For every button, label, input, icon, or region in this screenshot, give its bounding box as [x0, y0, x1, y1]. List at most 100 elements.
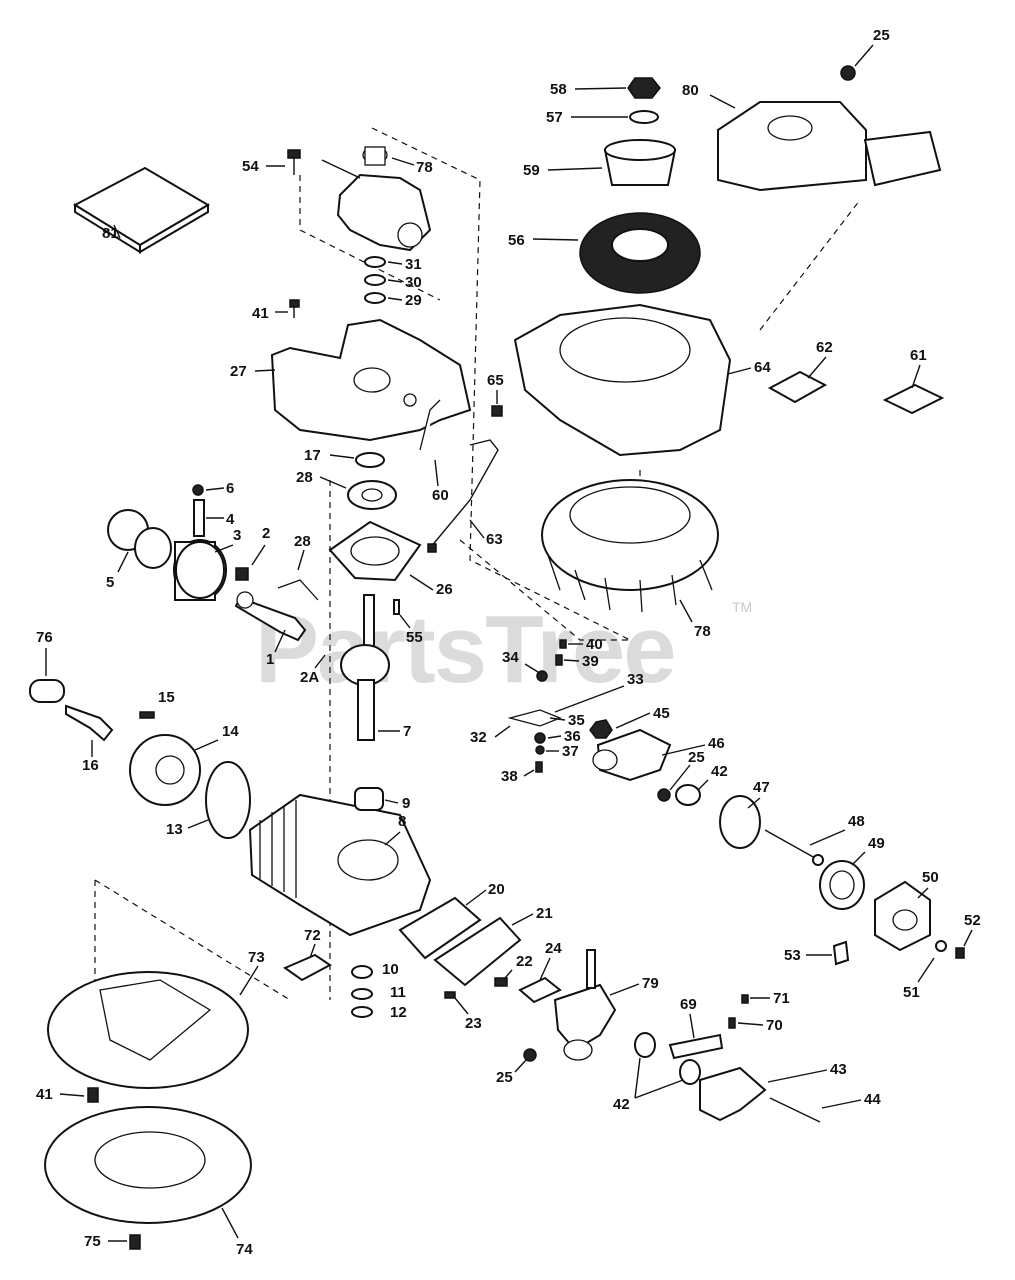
callout-label: 53 — [784, 947, 801, 964]
callout-label: 58 — [550, 81, 567, 98]
mounting-plate — [47, 971, 249, 1089]
callout-label: 48 — [848, 813, 865, 830]
callout: 20 — [465, 881, 505, 906]
callout-label: 61 — [910, 347, 927, 364]
callout: 26 — [409, 574, 453, 598]
callout-label: 16 — [82, 757, 99, 774]
callout: 25 — [854, 27, 890, 67]
callout: 53 — [784, 947, 832, 964]
callout-label: 13 — [166, 821, 183, 838]
callout-label: 49 — [868, 835, 885, 852]
intake-gasket — [398, 896, 522, 987]
flywheel-nut — [603, 77, 677, 186]
callout: 81 — [102, 224, 121, 242]
callout: 49 — [851, 835, 885, 866]
callout: 59 — [523, 162, 603, 179]
callout: 24 — [539, 940, 562, 981]
callout-label: 42 — [613, 1096, 630, 1113]
callout-label: 81 — [102, 225, 119, 242]
callout: 63 — [469, 519, 503, 548]
blower-housing — [513, 303, 732, 457]
callout-label: 38 — [501, 768, 518, 785]
callout-label: 74 — [236, 1241, 253, 1258]
callout-label: 59 — [523, 162, 540, 179]
callout: 44 — [821, 1091, 881, 1109]
callout-label: 71 — [773, 990, 790, 1007]
callout: 69 — [680, 996, 697, 1039]
callout: 23 — [454, 997, 482, 1032]
callout-label: 51 — [903, 984, 920, 1001]
callout-label: 62 — [816, 339, 833, 356]
callout: 38 — [501, 768, 535, 785]
callout: 5 — [106, 551, 129, 591]
governor-linkage — [507, 709, 562, 773]
callout-label: 57 — [546, 109, 563, 126]
callout-label: 46 — [708, 735, 725, 752]
parts — [29, 65, 965, 1250]
callout-label: 37 — [562, 743, 579, 760]
screw — [289, 299, 300, 318]
muffler-hardware — [832, 940, 965, 966]
callout: 25 — [496, 1059, 527, 1086]
callout-label: 40 — [586, 636, 603, 653]
callout: 60 — [432, 459, 449, 504]
muffler — [874, 880, 931, 952]
key-pin — [393, 599, 400, 615]
callout: 70 — [737, 1017, 783, 1034]
callout: 21 — [511, 905, 553, 926]
callout-label: 42 — [711, 763, 728, 780]
watermark-trademark: TM — [732, 599, 752, 615]
callout-label: 28 — [294, 533, 311, 550]
callout-label: 50 — [922, 869, 939, 886]
callout-label: 5 — [106, 574, 114, 591]
callout: 28 — [294, 533, 311, 571]
callout: 34 — [502, 649, 539, 673]
callout-label: 8 — [398, 813, 406, 830]
callout: 31 — [387, 256, 422, 273]
gaskets — [634, 1032, 701, 1085]
callout-label: 78 — [416, 159, 433, 176]
callout: 76 — [36, 629, 53, 676]
callout: 47 — [747, 779, 770, 809]
seals — [351, 965, 373, 1018]
callout-label: 25 — [496, 1069, 513, 1086]
wire-harness — [419, 399, 499, 553]
callout: 78 — [391, 157, 433, 176]
callout: 75 — [84, 1233, 127, 1250]
callout-label: 79 — [642, 975, 659, 992]
small-hardware — [536, 639, 567, 682]
callout-label: 29 — [405, 292, 422, 309]
callout: 73 — [239, 949, 265, 996]
callout: 39 — [563, 653, 599, 670]
callout-label: 2A — [300, 669, 319, 686]
callout-label: 10 — [382, 961, 399, 978]
callout: 6 — [205, 480, 234, 497]
end-cover — [129, 711, 201, 806]
callout-label: 14 — [222, 723, 239, 740]
callout-label: 54 — [242, 158, 259, 175]
callout-label: 41 — [36, 1086, 53, 1103]
callout: 51 — [903, 957, 935, 1001]
callout-label: 11 — [390, 984, 406, 1001]
callout: 57 — [546, 109, 628, 126]
nut — [523, 1048, 537, 1062]
callout: 16 — [82, 740, 99, 774]
exhaust-elbow — [589, 719, 672, 782]
bearing — [347, 452, 397, 510]
callout: 79 — [609, 975, 659, 996]
callout: 74 — [221, 1207, 253, 1258]
gasket — [328, 520, 422, 582]
callout: 80 — [682, 82, 736, 109]
decals — [767, 370, 945, 415]
callout: 52 — [963, 912, 981, 947]
callout: 56 — [508, 232, 579, 249]
callout: 41 — [252, 305, 288, 322]
callout: 36 — [547, 728, 581, 745]
air-filter-pad — [72, 166, 210, 254]
callout: 58 — [550, 81, 627, 98]
callout-label: 24 — [545, 940, 562, 957]
callout-label: 47 — [753, 779, 770, 796]
callout: 72 — [304, 927, 321, 959]
callout: 17 — [304, 447, 355, 464]
callout: 30 — [387, 274, 422, 291]
